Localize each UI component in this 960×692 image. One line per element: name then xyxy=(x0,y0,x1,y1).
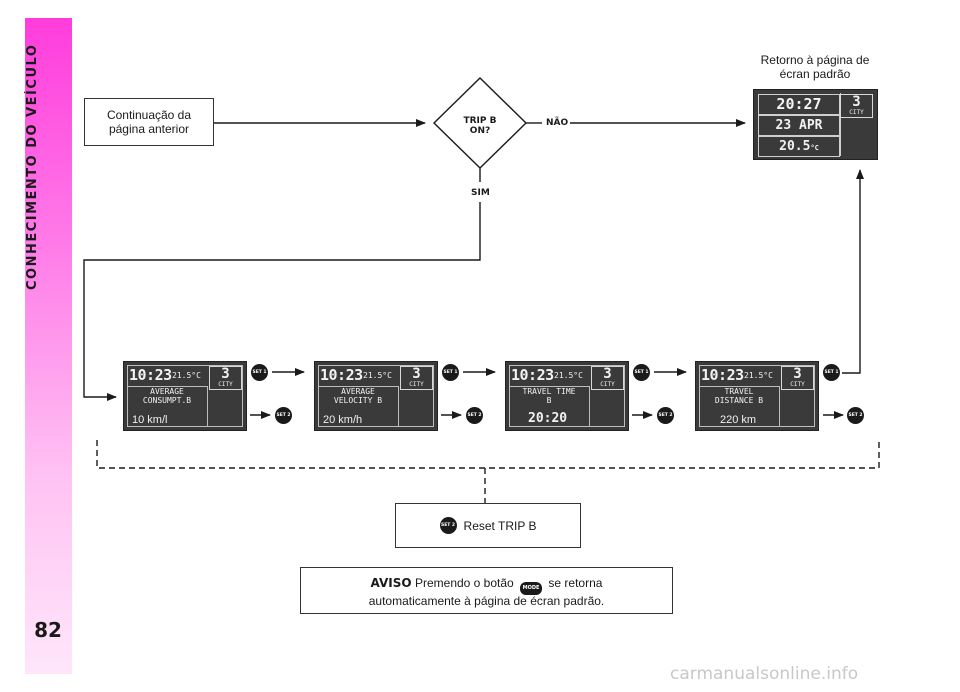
screen-gear-number: 3 xyxy=(221,366,230,382)
set2-button[interactable]: SET 2 xyxy=(466,407,483,424)
screen-title: TRAVEL TIME B xyxy=(522,387,576,405)
screen-gear-mode: CITY xyxy=(790,381,805,388)
screen-value: 20:20 xyxy=(528,411,568,426)
screen-gear-number: 3 xyxy=(412,366,421,382)
default-date: 23 APR xyxy=(758,115,840,136)
default-temp-unit: °C xyxy=(810,144,819,152)
screen-title: TRAVEL DISTANCE B xyxy=(714,387,764,405)
screen-title: AVERAGE VELOCITY B xyxy=(333,387,383,405)
reset-label: Reset TRIP B xyxy=(463,518,537,533)
aviso-title: AVISO xyxy=(370,576,412,590)
set2-button[interactable]: SET 2 xyxy=(657,407,674,424)
decision-label: TRIP B ON? xyxy=(463,116,497,136)
watermark: carmanualsonline.info xyxy=(670,664,859,684)
screen-gear-mode: CITY xyxy=(600,381,615,388)
screen-temp: 21.5°C xyxy=(172,371,201,380)
reset-box: SET 2 Reset TRIP B xyxy=(395,503,581,548)
set2-button[interactable]: SET 2 xyxy=(847,407,864,424)
default-temp-value: 20.5 xyxy=(779,139,811,154)
screen-gear-mode: CITY xyxy=(409,381,424,388)
yes-label: SIM xyxy=(471,188,490,198)
decision-diamond xyxy=(432,77,528,169)
set1-button[interactable]: SET 1 xyxy=(633,364,650,381)
set2-button[interactable]: SET 2 xyxy=(439,517,457,534)
default-time: 20:27 xyxy=(758,94,840,115)
screen-value: 220 km xyxy=(720,414,757,426)
screen-value: 20 km/h xyxy=(323,414,363,426)
set1-button[interactable]: SET 1 xyxy=(823,364,840,381)
start-box: Continuação da página anterior xyxy=(84,98,214,146)
screen-temp: 21.5°C xyxy=(554,371,583,380)
return-label: Retorno à página de écran padrão xyxy=(760,53,870,81)
screen-time: 10:23 xyxy=(320,366,363,384)
screen-temp: 21.5°C xyxy=(744,371,773,380)
screen-gear-mode: CITY xyxy=(218,381,233,388)
screen-gear-number: 3 xyxy=(603,366,612,382)
screen-title: AVERAGE CONSUMPT.B xyxy=(142,387,192,405)
aviso-note: AVISO Premendo o botão MODE se retorna a… xyxy=(300,567,673,614)
screen-temp: 21.5°C xyxy=(363,371,392,380)
set1-button[interactable]: SET 1 xyxy=(442,364,459,381)
mode-button[interactable]: MODE xyxy=(520,582,543,595)
screen-gear-number: 3 xyxy=(793,366,802,382)
set1-button[interactable]: SET 1 xyxy=(251,364,268,381)
set2-button[interactable]: SET 2 xyxy=(275,407,292,424)
screen-time: 10:23 xyxy=(129,366,172,384)
default-gear: 3 CITY xyxy=(840,94,873,118)
aviso-text-before: Premendo o botão xyxy=(414,576,514,590)
screen-time: 10:23 xyxy=(701,366,744,384)
screen-value: 10 km/l xyxy=(132,414,168,426)
default-temp: 20.5°C xyxy=(758,136,840,157)
aviso-line2: automaticamente à página de écran padrão… xyxy=(368,594,605,608)
aviso-text-after: se retorna xyxy=(548,576,603,590)
default-screen: 20:27 23 APR 20.5°C 3 CITY xyxy=(753,89,878,160)
page-number: 82 xyxy=(34,618,62,642)
default-gear-mode: CITY xyxy=(849,109,864,116)
default-gear-number: 3 xyxy=(852,94,861,110)
sidebar xyxy=(25,18,72,674)
no-label: NÃO xyxy=(546,118,569,128)
screen-time: 10:23 xyxy=(511,366,554,384)
